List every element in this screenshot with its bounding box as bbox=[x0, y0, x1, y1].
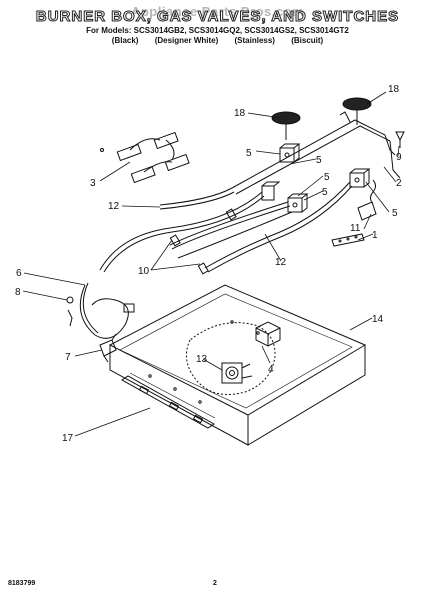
page-number: 2 bbox=[213, 580, 217, 587]
callout-5-upper: 5 bbox=[316, 155, 322, 166]
mounting-rail bbox=[331, 233, 365, 247]
finish-biscuit: (Biscuit) bbox=[291, 36, 324, 45]
spring-clip bbox=[370, 179, 376, 205]
watermark-text: Appliance Parts Pros.com bbox=[130, 4, 305, 19]
callout-11: 11 bbox=[350, 223, 361, 234]
manifold bbox=[231, 111, 401, 195]
finish-black: (Black) bbox=[111, 36, 139, 45]
burner-box bbox=[108, 284, 367, 446]
finish-designer-white: (Designer White) bbox=[154, 36, 219, 45]
page-title: BURNER BOX, GAS VALVES, AND SWITCHES bbox=[35, 8, 400, 26]
callout-18-right: 18 bbox=[388, 84, 400, 95]
callout-3: 3 bbox=[90, 178, 96, 189]
ignition-wire bbox=[79, 282, 135, 339]
finish-stainless: (Stainless) bbox=[234, 36, 275, 45]
callout-5-mid: 5 bbox=[324, 172, 330, 183]
screw bbox=[395, 131, 405, 148]
burner-cap-left bbox=[271, 111, 301, 140]
switch-harness bbox=[100, 131, 190, 184]
spark-module bbox=[255, 321, 281, 347]
leader-lines bbox=[22, 91, 400, 437]
callout-2: 2 bbox=[396, 178, 402, 189]
callout-9: 9 bbox=[396, 152, 402, 163]
document-number: 8183799 bbox=[8, 580, 36, 587]
terminal-block bbox=[99, 333, 117, 363]
callout-17: 17 bbox=[62, 433, 74, 444]
callout-12-right: 12 bbox=[275, 257, 287, 268]
callout-8: 8 bbox=[15, 287, 21, 298]
callout-5-left: 5 bbox=[246, 148, 252, 159]
valve-bracket bbox=[357, 201, 377, 221]
tube-fittings bbox=[169, 208, 237, 275]
callout-4: 4 bbox=[268, 364, 274, 375]
models-line: For Models: SCS3014GB2, SCS3014GQ2, SCS3… bbox=[86, 26, 349, 35]
callout-12-left: 12 bbox=[108, 201, 120, 212]
gas-valves bbox=[261, 143, 371, 213]
callout-14: 14 bbox=[372, 314, 384, 325]
callout-10: 10 bbox=[138, 266, 150, 277]
cutaway-view bbox=[185, 322, 276, 395]
callout-6: 6 bbox=[16, 268, 22, 279]
callout-13: 13 bbox=[196, 354, 208, 365]
callout-1: 1 bbox=[372, 230, 378, 241]
callout-7: 7 bbox=[65, 352, 71, 363]
callout-5-lower: 5 bbox=[322, 187, 328, 198]
callout-5-right: 5 bbox=[392, 208, 398, 219]
finish-labels: (Black) (Designer White) (Stainless) (Bi… bbox=[0, 36, 435, 45]
gas-tubes bbox=[99, 181, 353, 273]
switch-bar bbox=[121, 375, 215, 429]
burner-cap-right bbox=[342, 97, 372, 125]
wire-clip bbox=[66, 296, 74, 327]
callout-18-left: 18 bbox=[234, 108, 246, 119]
